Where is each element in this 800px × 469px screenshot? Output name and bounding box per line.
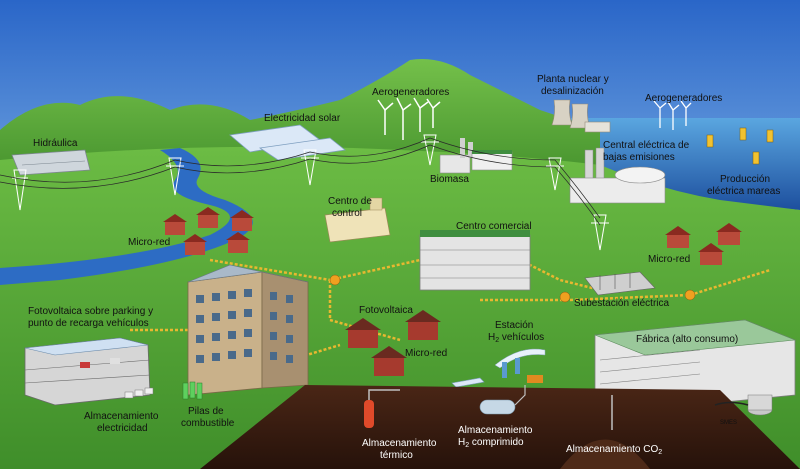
label-almac-elec-1: Almacenamiento (84, 411, 159, 422)
substation (584, 271, 656, 296)
label-estacion-2-post: vehículos (499, 332, 544, 343)
h2-station (451, 348, 546, 388)
label-micro-red-right: Micro-red (648, 254, 690, 265)
label-pilas-1: Pilas de (188, 406, 224, 417)
label-aerogeneradores-sea: Aerogeneradores (645, 93, 722, 104)
label-micro-red-left: Micro-red (128, 237, 170, 248)
sea (560, 118, 800, 210)
thermal-storage-tank (364, 389, 400, 428)
label-mareas-2: eléctrica mareas (707, 186, 780, 197)
label-almac-h2-2-post: comprimido (469, 437, 524, 448)
label-micro-red-center: Micro-red (405, 348, 447, 359)
label-fabrica: Fábrica (alto consumo) (636, 334, 738, 345)
fuel-cells (182, 381, 203, 400)
label-planta-nuclear-2: desalinización (541, 86, 604, 97)
power-line-towers (12, 134, 609, 251)
co2-storage (560, 395, 650, 469)
label-centro-control-2: control (332, 208, 362, 219)
label-almac-termico-2: térmico (380, 450, 413, 461)
tidal-buoys (706, 127, 774, 165)
label-smes: SMES (720, 420, 737, 426)
micro-grid-houses-right (665, 223, 742, 265)
solar-farm (229, 124, 346, 161)
label-estacion-2: H2 vehículos (488, 332, 544, 344)
label-fv-parking-2: punto de recarga vehículos (28, 318, 149, 329)
factory (594, 319, 796, 411)
label-central-1: Central eléctrica de (603, 140, 690, 151)
label-mareas-1: Producción (720, 174, 770, 185)
label-estacion-1: Estación (495, 320, 533, 331)
label-subestacion: Subestación eléctrica (574, 298, 669, 309)
label-fv-parking-1: Fotovoltaica sobre parking y (28, 306, 153, 317)
grid-nodes (329, 274, 696, 303)
photovoltaic-houses (345, 310, 441, 376)
label-biomasa: Biomasa (430, 174, 469, 185)
label-fotovoltaica: Fotovoltaica (359, 305, 413, 316)
apartment-building (187, 264, 309, 396)
label-almac-co2: Almacenamiento CO2 (566, 444, 662, 456)
parking-structure (24, 337, 151, 406)
h2-storage-tank (479, 385, 526, 415)
low-emission-plant (569, 147, 666, 204)
smes-unit (714, 394, 773, 416)
power-lines (0, 137, 601, 226)
battery-storage (124, 387, 154, 399)
label-almac-h2-1: Almacenamiento (458, 425, 533, 436)
label-centro-comercial: Centro comercial (456, 221, 532, 232)
control-center (324, 197, 391, 243)
label-almac-elec-2: electricidad (97, 423, 148, 434)
label-almac-co2-sub: 2 (658, 449, 662, 456)
nuclear-plant (551, 99, 611, 133)
label-central-2: bajas emisiones (603, 152, 675, 163)
micro-grid-houses-left (163, 207, 254, 255)
label-almac-co2-pre: Almacenamiento CO (566, 444, 658, 455)
hydro-dam (11, 149, 91, 176)
label-centro-control-1: Centro de (328, 196, 372, 207)
label-hidraulica: Hidráulica (33, 138, 78, 149)
label-pilas-2: combustible (181, 418, 235, 429)
label-almac-h2-2-sub: 2 (465, 442, 469, 449)
label-estacion-2-pre: H (488, 332, 495, 343)
shopping-center (419, 230, 531, 291)
label-almac-h2-2-pre: H (458, 437, 465, 448)
label-almac-termico-1: Almacenamiento (362, 438, 437, 449)
label-aerogeneradores-hill: Aerogeneradores (372, 87, 449, 98)
label-electricidad-solar: Electricidad solar (264, 113, 341, 124)
label-almac-h2-2: H2 comprimido (458, 437, 524, 449)
wind-turbines-hill (377, 97, 441, 140)
underground-soil (200, 385, 800, 469)
label-planta-nuclear-1: Planta nuclear y (537, 74, 609, 85)
wind-turbines-sea (653, 100, 692, 130)
label-estacion-2-sub: 2 (495, 337, 499, 344)
